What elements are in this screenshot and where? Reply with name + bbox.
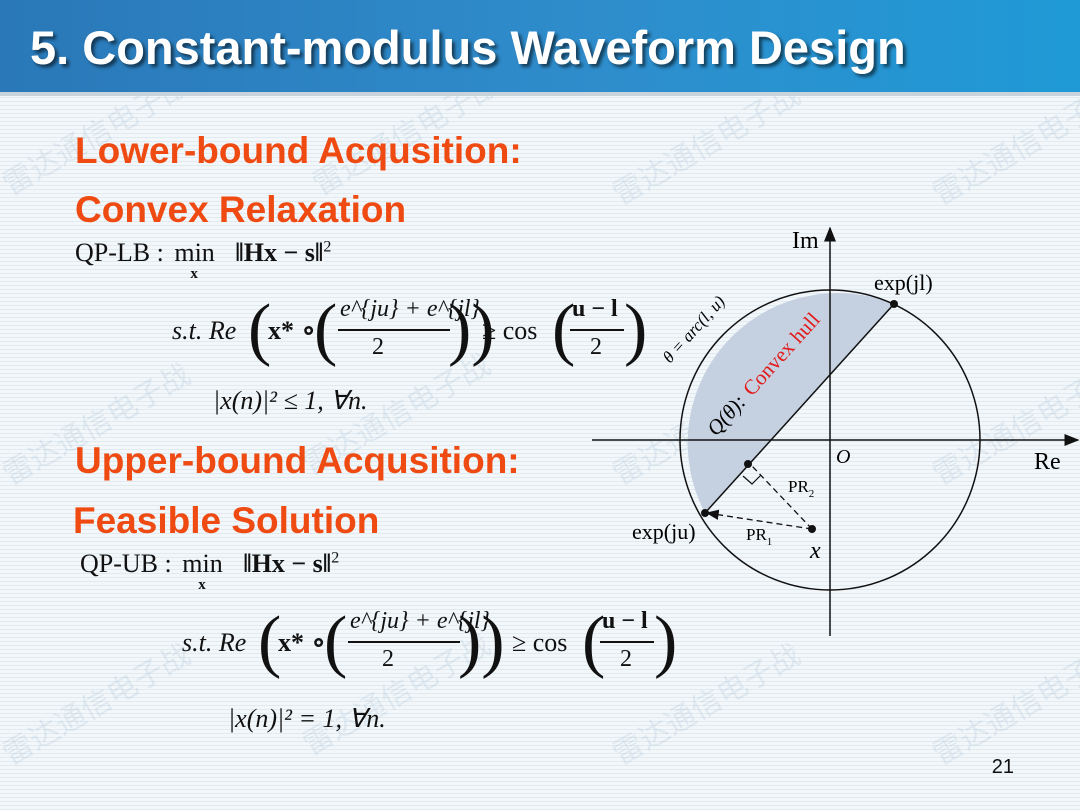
title-divider — [0, 92, 1080, 96]
min-operator: min — [174, 238, 215, 267]
cos-paren-open: ( — [552, 291, 576, 368]
pr2-subscript: 2 — [809, 488, 815, 500]
convex-hull-label: Convex hull — [738, 307, 825, 400]
upper-bound-heading: Upper-bound Acqusition: — [75, 440, 520, 481]
watermark: 雷达通信电子战 — [607, 357, 807, 493]
objective-norm: ‖Hx − s‖ — [235, 238, 324, 267]
x-conj: x* ∘ — [268, 316, 317, 345]
objective-norm: ‖Hx − s‖ — [243, 549, 332, 578]
cos-denominator: 2 — [590, 334, 602, 360]
point-exp-jl — [890, 300, 898, 308]
cos-denominator: 2 — [620, 646, 632, 672]
title-bar — [0, 0, 1080, 92]
cos-paren-close: ) — [624, 291, 648, 368]
objective-exponent: 2 — [331, 549, 340, 567]
page-number: 21 — [991, 756, 1014, 778]
qp-ub-label: QP-UB : — [80, 549, 172, 578]
feasible-solution-heading: Feasible Solution — [73, 500, 380, 541]
fraction-numerator: e^{ju} + e^{jl} — [350, 608, 491, 634]
paren-close: )) — [458, 603, 505, 680]
chord — [704, 303, 895, 514]
pr1-text: PR — [746, 525, 767, 544]
paren-close: )) — [448, 291, 495, 368]
watermark: 雷达通信电子战 — [927, 357, 1080, 493]
min-subscript: x — [190, 266, 198, 282]
convex-hull-q-label: Q(θ): — [702, 390, 751, 441]
exp-jl-label: exp(jl) — [874, 270, 933, 295]
min-operator: min — [182, 549, 223, 578]
point-x — [808, 525, 816, 533]
watermark: 雷达通信电子战 — [607, 637, 807, 773]
cos-paren-close: ) — [654, 603, 678, 680]
fraction-denominator: 2 — [382, 646, 394, 672]
cos-numerator: u − l — [572, 296, 618, 322]
watermark: 雷达通信电子战 — [0, 637, 197, 773]
pr1-label: PR1 — [746, 525, 772, 548]
right-angle-marker — [742, 474, 762, 485]
origin-label: O — [836, 446, 850, 468]
pr2-line — [751, 465, 813, 530]
fraction-denominator: 2 — [372, 334, 384, 360]
qp-lb-label: QP-LB : — [75, 238, 164, 267]
x-conj: x* ∘ — [278, 628, 327, 657]
exp-ju-label: exp(ju) — [632, 519, 696, 544]
geq-cos: ≥ cos — [482, 316, 538, 345]
cos-numerator: u − l — [602, 608, 648, 634]
geq-cos: ≥ cos — [512, 628, 568, 657]
qp-ub-modulus-constraint: |x(n)|² = 1, ∀n. — [228, 704, 386, 733]
qp-ub-objective: QP-UB : min x ‖Hx − s‖2 — [80, 549, 340, 593]
fraction-numerator: e^{ju} + e^{jl} — [340, 296, 481, 322]
fraction-bar — [338, 329, 450, 331]
projection-point — [744, 460, 752, 468]
cos-fraction-bar — [600, 641, 654, 643]
fraction-bar — [348, 641, 460, 643]
pr1-line — [705, 509, 813, 530]
paren-open: ( — [324, 603, 348, 680]
pr1-subscript: 1 — [767, 536, 773, 548]
axis-re-label: Re — [1034, 449, 1061, 475]
st-re: s.t. Re — [182, 628, 247, 657]
qp-lb-modulus-constraint: |x(n)|² ≤ 1, ∀n. — [213, 386, 368, 415]
unit-circle — [679, 289, 981, 591]
convex-hull-region — [687, 293, 894, 513]
axis-im-label: Im — [792, 228, 819, 254]
convex-relaxation-heading: Convex Relaxation — [75, 189, 407, 230]
point-exp-ju — [701, 509, 709, 517]
slide-title: 5. Constant-modulus Waveform Design — [30, 21, 906, 74]
cos-paren-open: ( — [582, 603, 606, 680]
cos-fraction-bar — [570, 329, 624, 331]
big-paren-open: ( — [248, 291, 272, 368]
big-paren-open: ( — [258, 603, 282, 680]
st-re: s.t. Re — [172, 316, 237, 345]
pr2-text: PR — [788, 477, 809, 496]
watermark: 雷达通信电子战 — [927, 637, 1080, 773]
pr2-label: PR2 — [788, 477, 814, 500]
min-subscript: x — [198, 577, 206, 593]
paren-open: ( — [314, 291, 338, 368]
objective-exponent: 2 — [323, 238, 332, 256]
qp-lb-objective: QP-LB : min x ‖Hx − s‖2 — [75, 238, 332, 282]
x-label: x — [809, 538, 821, 564]
theta-label: θ = arc(l, u) — [659, 292, 729, 367]
lower-bound-heading: Lower-bound Acqusition: — [75, 130, 522, 171]
